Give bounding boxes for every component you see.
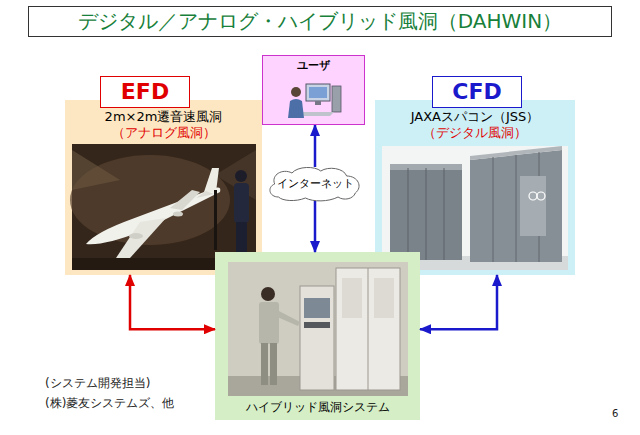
connector-arrow	[420, 275, 497, 329]
connector-arrow	[130, 275, 215, 329]
node-text: ハイブリッド風洞システム	[246, 400, 390, 415]
supercomputer-photo	[382, 146, 568, 270]
diagram-title: デジタル／アナログ・ハイブリッド風洞（DAHWIN）	[78, 9, 562, 34]
system-panel: ハイブリッド風洞システム	[215, 252, 420, 420]
node-text: JAXAスパコン（JSS）	[411, 109, 540, 125]
page-number: 6	[612, 408, 618, 420]
node-text: （デジタル風洞）	[423, 125, 527, 141]
category-label: EFD	[100, 76, 190, 108]
node-text: ユーザ	[297, 59, 330, 73]
node-text: CFD	[452, 78, 501, 106]
panel-ground	[375, 100, 575, 275]
node-text: （アナログ風洞）	[112, 125, 216, 141]
node-text: EFD	[121, 78, 169, 106]
panel-ground	[65, 100, 262, 275]
note-text: (株)菱友システムズ、他	[45, 396, 174, 410]
category-label: CFD	[432, 76, 522, 108]
connector-arrow	[314, 125, 317, 167]
hybrid-system-photo	[228, 262, 408, 396]
wind-tunnel-photo	[70, 144, 256, 270]
user-ground	[262, 55, 365, 125]
panel-ground	[215, 252, 420, 420]
connector-arrow	[314, 201, 317, 252]
user-icon	[288, 84, 341, 118]
user-box: ユーザ	[262, 55, 365, 125]
facility-panel: 2m×2m遷音速風洞（アナログ風洞）EFD	[65, 100, 262, 275]
network-cloud: インターネット	[267, 167, 363, 201]
node-text: 2m×2m遷音速風洞	[105, 109, 223, 125]
node-text: インターネット	[277, 177, 354, 191]
facility-panel: JAXAスパコン（JSS）（デジタル風洞）CFD	[375, 100, 575, 275]
title-box: デジタル／アナログ・ハイブリッド風洞（DAHWIN）	[28, 6, 612, 37]
note-text: (システム開発担当)	[45, 376, 150, 390]
